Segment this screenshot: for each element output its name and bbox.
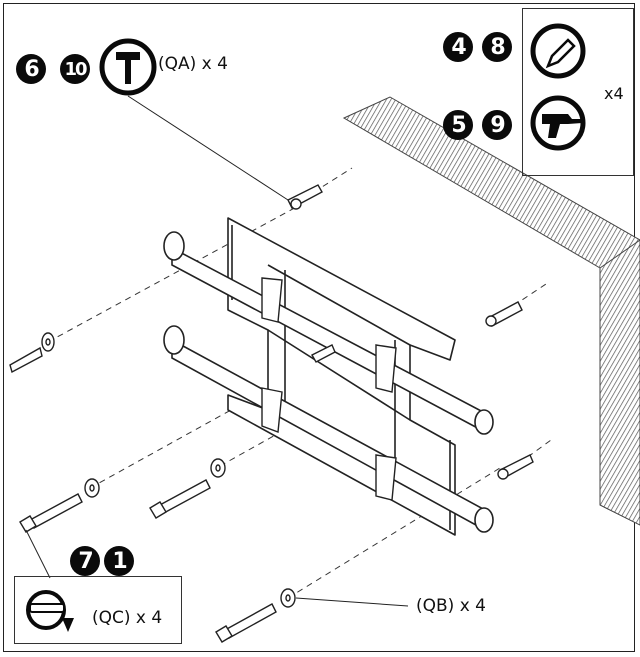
hardware: [9, 184, 534, 643]
rail-clamps: [261, 277, 397, 501]
hammer-icon: [99, 38, 157, 96]
tool-box: [522, 8, 634, 176]
pencil-icon: [530, 23, 586, 79]
leader-lines: [25, 95, 409, 607]
anchor-mid: [311, 344, 336, 363]
lag-bolt-1: [29, 493, 83, 529]
lag-bolt-3: [224, 603, 277, 639]
wrench-box: [14, 576, 182, 644]
lag-bolt-2: [157, 479, 211, 515]
label-qa: (QA) x 4: [158, 54, 228, 74]
wall-edge: [599, 239, 640, 526]
label-tool-qty: x4: [604, 84, 624, 103]
support-rails: [163, 231, 494, 533]
step-badge-wrench-a: 7: [70, 546, 100, 576]
step-badge-wrench-b: 1: [104, 546, 134, 576]
wrench-icon: [26, 590, 74, 632]
label-qb: (QB) x 4: [416, 596, 486, 616]
step-badge-hammer-b: 10: [60, 54, 90, 84]
step-badge-hammer-a: 6: [16, 54, 46, 84]
step-badge-pencil-a: 4: [443, 32, 473, 62]
step-badge-drill-b: 9: [482, 110, 512, 140]
drill-icon: [530, 95, 586, 151]
step-badge-drill-a: 5: [443, 110, 473, 140]
step-badge-pencil-b: 8: [482, 32, 512, 62]
label-qc: (QC) x 4: [92, 608, 163, 628]
